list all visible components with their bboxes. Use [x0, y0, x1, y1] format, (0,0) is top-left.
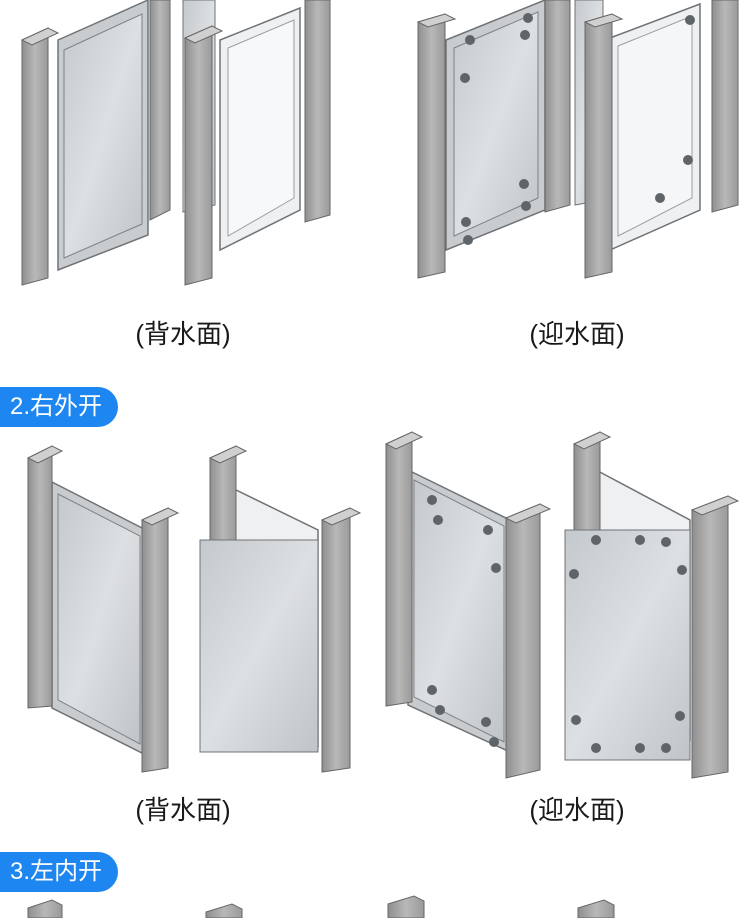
post-tops-3: [27, 895, 615, 918]
door-closed-back-2: [26, 445, 180, 773]
door-closed-front-1: [416, 0, 571, 279]
door-open-back-1: [182, 0, 331, 286]
door-open-front-1: [574, 0, 739, 279]
door-open-back-2: [199, 445, 362, 773]
door-open-front-2: [564, 431, 740, 779]
door-closed-back-1: [20, 0, 171, 286]
door-closed-front-2: [384, 431, 552, 779]
caption-front-side-1: (迎水面): [529, 319, 625, 349]
section-badge-right-outward: 2.右外开: [0, 387, 119, 427]
caption-front-side-2: (迎水面): [529, 795, 625, 825]
section-badge-left-inward: 3.左内开: [0, 852, 119, 892]
caption-back-side-2: (背水面): [135, 795, 231, 825]
caption-back-side-1: (背水面): [135, 319, 231, 349]
